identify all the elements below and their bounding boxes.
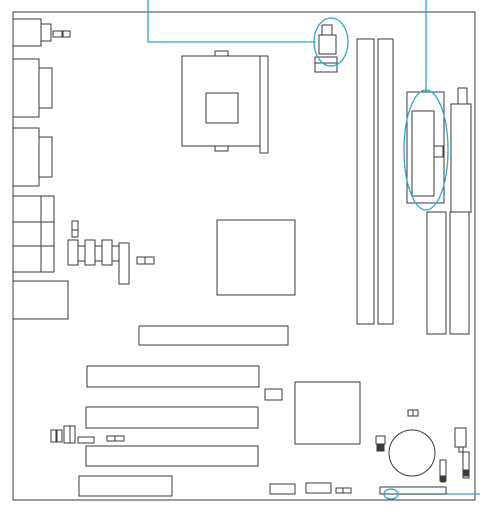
usb-lan-stack <box>12 195 42 273</box>
south-bridge-chip <box>294 381 361 445</box>
serial-port-1 <box>12 58 40 118</box>
expansion-slots <box>78 325 289 497</box>
pci-slot-3 <box>85 445 259 467</box>
bottom-header <box>379 486 447 495</box>
cpu-fan-header <box>314 24 338 73</box>
agp-slot <box>138 325 289 346</box>
ide-connectors <box>426 87 472 335</box>
ps2-connector <box>12 18 42 47</box>
jumper-callout <box>383 488 399 500</box>
audio-connector <box>12 280 69 320</box>
pci-slot-1 <box>86 365 260 388</box>
rear-io-panel <box>12 18 71 320</box>
callout-circles <box>313 17 449 500</box>
power-connector-callout <box>403 89 449 211</box>
dimm-slots <box>356 38 394 325</box>
front-panel-headers <box>50 425 125 444</box>
fan-header-callout <box>313 17 349 67</box>
pci-slot-2 <box>85 406 259 429</box>
isa-slot <box>78 475 173 497</box>
cmos-battery <box>388 429 436 477</box>
jumper-block <box>67 220 155 285</box>
cpu-lever <box>259 55 269 154</box>
north-bridge-chip <box>216 219 296 296</box>
cpu-socket <box>181 50 269 154</box>
serial-port-2 <box>12 127 40 187</box>
cmos-battery-area <box>269 409 470 495</box>
small-chip <box>264 388 283 401</box>
atx-power-connector <box>406 91 445 204</box>
